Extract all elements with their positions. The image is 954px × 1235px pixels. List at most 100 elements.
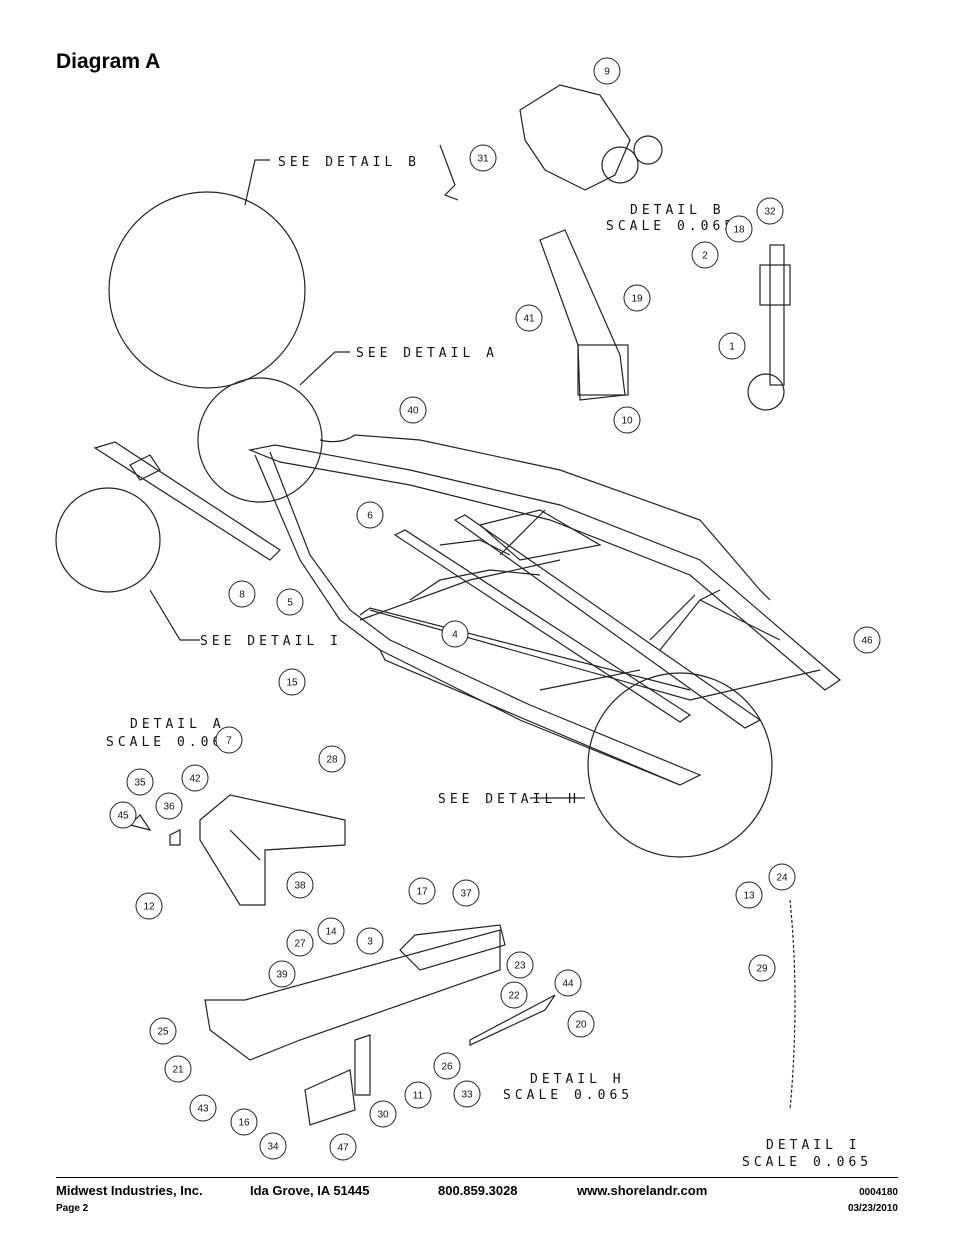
callout-circle xyxy=(317,917,345,945)
callout-circle xyxy=(453,1080,481,1108)
callout-balloon: 46 xyxy=(853,626,881,654)
callout-label: 16 xyxy=(238,1118,250,1129)
detail-circle-i xyxy=(55,487,161,593)
callout-circle xyxy=(441,620,469,648)
callout-circle xyxy=(215,726,243,754)
detail-circle-b xyxy=(108,191,306,389)
caption-detail-b: DETAIL B xyxy=(630,203,725,218)
callout-circle xyxy=(155,792,183,820)
callout-label: 8 xyxy=(239,590,245,601)
callout-circle xyxy=(433,1052,461,1080)
callout-balloon: 29 xyxy=(748,954,776,982)
callout-circle xyxy=(278,668,306,696)
callout-label: 13 xyxy=(743,891,755,902)
callout-balloon: 41 xyxy=(515,304,543,332)
callout-balloon: 33 xyxy=(453,1080,481,1108)
callout-balloon: 40 xyxy=(399,396,427,424)
callout-circle xyxy=(164,1055,192,1083)
callout-balloon: 7 xyxy=(215,726,243,754)
callout-circle xyxy=(399,396,427,424)
callout-label: 14 xyxy=(325,927,337,938)
callout-label: 31 xyxy=(477,154,489,165)
caption-detail-b-scale: SCALE 0.065 xyxy=(606,219,736,234)
callout-balloon: 39 xyxy=(268,960,296,988)
callout-circle xyxy=(452,879,480,907)
callout-balloon: 32 xyxy=(756,197,784,225)
callout-circle xyxy=(725,215,753,243)
callout-label: 41 xyxy=(523,314,535,325)
callout-label: 11 xyxy=(413,1091,424,1102)
callout-balloon: 45 xyxy=(109,801,137,829)
callout-label: 34 xyxy=(267,1142,279,1153)
callout-label: 45 xyxy=(117,811,129,822)
callout-circle xyxy=(189,1094,217,1122)
callout-balloon: 8 xyxy=(228,580,256,608)
callout-balloon: 12 xyxy=(135,892,163,920)
callout-circle xyxy=(853,626,881,654)
winch-assembly xyxy=(519,84,663,191)
callout-circle xyxy=(356,927,384,955)
callout-balloon: 22 xyxy=(500,981,528,1009)
callout-circle xyxy=(286,871,314,899)
caption-detail-h: DETAIL H xyxy=(530,1072,625,1087)
callout-balloon: 10 xyxy=(613,406,641,434)
callout-balloon: 37 xyxy=(452,879,480,907)
callout-label: 38 xyxy=(294,881,306,892)
callout-circle xyxy=(276,588,304,616)
callout-balloon: 23 xyxy=(506,951,534,979)
callout-label: 33 xyxy=(461,1090,473,1101)
safety-chain xyxy=(789,899,796,1111)
callout-label: 12 xyxy=(143,902,155,913)
caption-see-detail-h: SEE DETAIL H xyxy=(438,792,580,807)
callout-balloon: 17 xyxy=(408,877,436,905)
callout-circle xyxy=(268,960,296,988)
callout-balloon: 5 xyxy=(276,588,304,616)
callout-circle xyxy=(181,764,209,792)
callout-circle xyxy=(623,284,651,312)
page-title: Diagram A xyxy=(56,50,161,73)
callout-balloon: 20 xyxy=(567,1010,595,1038)
callout-circle xyxy=(567,1010,595,1038)
footer-divider xyxy=(56,1177,898,1178)
caption-detail-i: DETAIL I xyxy=(766,1138,861,1153)
callout-balloon: 30 xyxy=(369,1100,397,1128)
callout-label: 26 xyxy=(441,1062,453,1073)
callout-label: 6 xyxy=(367,511,373,522)
callout-balloon: 24 xyxy=(768,863,796,891)
callout-balloon: 25 xyxy=(149,1017,177,1045)
callout-label: 17 xyxy=(416,887,428,898)
callout-circle xyxy=(500,981,528,1009)
callout-balloon: 28 xyxy=(318,745,346,773)
callout-balloon: 3 xyxy=(356,927,384,955)
footer-city: Ida Grove, IA 51445 xyxy=(250,1183,370,1198)
callout-circle xyxy=(369,1100,397,1128)
callout-balloon: 26 xyxy=(433,1052,461,1080)
callout-label: 21 xyxy=(172,1065,184,1076)
callout-label: 35 xyxy=(134,778,146,789)
callout-circle xyxy=(554,969,582,997)
callout-circle xyxy=(691,241,719,269)
caption-detail-h-scale: SCALE 0.065 xyxy=(503,1088,633,1103)
callout-circle xyxy=(329,1133,357,1161)
callout-label: 28 xyxy=(326,755,338,766)
footer-page: Page 2 xyxy=(56,1203,89,1214)
callout-label: 46 xyxy=(861,636,873,647)
callout-balloon: 14 xyxy=(317,917,345,945)
callout-circle xyxy=(286,929,314,957)
callout-balloon: 4 xyxy=(441,620,469,648)
callout-circle xyxy=(506,951,534,979)
callout-circle xyxy=(318,745,346,773)
callout-balloon: 34 xyxy=(259,1132,287,1160)
winch-handle xyxy=(439,144,459,201)
callout-label: 10 xyxy=(621,416,633,427)
callout-label: 29 xyxy=(756,964,768,975)
callout-balloon: 47 xyxy=(329,1133,357,1161)
callout-label: 23 xyxy=(514,961,526,972)
callout-label: 37 xyxy=(460,889,472,900)
caption-detail-a-scale: SCALE 0.065 xyxy=(106,735,236,750)
callout-label: 4 xyxy=(452,630,458,641)
callout-balloon: 36 xyxy=(155,792,183,820)
callout-balloon: 38 xyxy=(286,871,314,899)
callout-balloon: 16 xyxy=(230,1108,258,1136)
